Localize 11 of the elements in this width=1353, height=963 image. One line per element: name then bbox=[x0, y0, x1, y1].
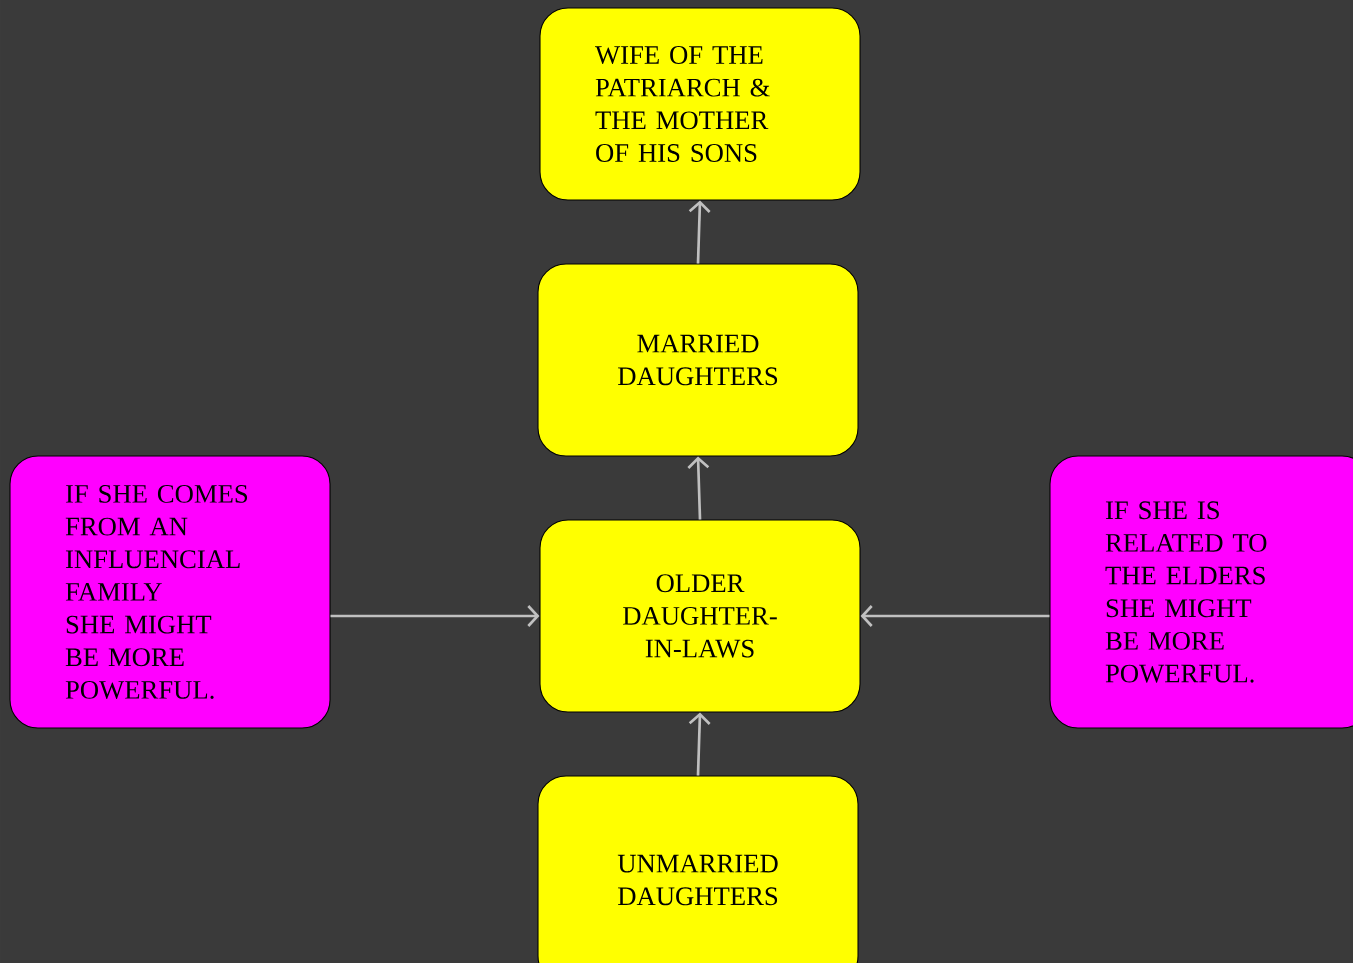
note-box: IF SHE COMES FROM AN INFLUENCIAL FAMILY SHE MIGHT BE MORE POWERFUL. bbox=[9, 455, 331, 729]
role-box: UNMARRIED DAUGHTERS bbox=[537, 775, 859, 963]
note-box: IF SHE IS RELATED TO THE ELDERS SHE MIGHT BE MORE POWERFUL. bbox=[1049, 455, 1353, 729]
arrow bbox=[688, 200, 711, 264]
role-box: MARRIED DAUGHTERS bbox=[537, 263, 859, 457]
arrow bbox=[687, 456, 710, 520]
role-box: WIFE OF THE PATRIARCH & THE MOTHER OF HIS SONS bbox=[539, 7, 861, 201]
arrow bbox=[860, 605, 1050, 627]
arrow bbox=[688, 712, 711, 776]
arrow bbox=[330, 605, 540, 627]
role-box: OLDER DAUGHTER-IN-LAWS bbox=[539, 519, 861, 713]
